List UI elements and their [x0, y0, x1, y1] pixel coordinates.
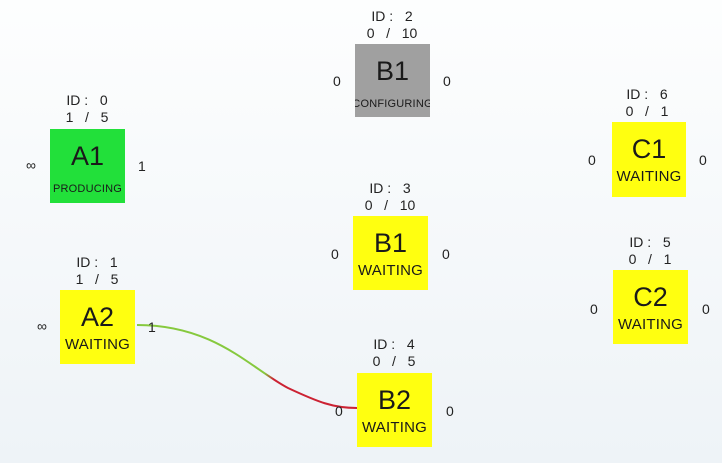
- capacity-value: 10: [401, 25, 418, 41]
- node-status: WAITING: [64, 336, 130, 353]
- id-value: 1: [109, 254, 118, 270]
- node-a2-header: ID : 1 1 / 5: [37, 254, 157, 288]
- count-value: 0: [372, 353, 381, 369]
- node-name: A1: [70, 141, 105, 171]
- input-port-label[interactable]: 0: [331, 246, 339, 262]
- count-separator: /: [384, 197, 389, 213]
- node-status: PRODUCING: [52, 183, 123, 195]
- node-c1-box[interactable]: C1 WAITING: [612, 122, 686, 197]
- node-c2-header: ID : 5 0 / 1: [590, 234, 710, 268]
- capacity-value: 5: [407, 353, 416, 369]
- node-name: B2: [377, 385, 412, 415]
- output-port-label[interactable]: 0: [443, 73, 451, 89]
- node-a2-box[interactable]: A2 WAITING: [60, 290, 135, 364]
- count-value: 0: [366, 25, 375, 41]
- node-b1-header: ID : 3 0 / 10: [330, 180, 450, 214]
- id-value: 6: [659, 86, 668, 102]
- node-status: WAITING: [357, 262, 423, 279]
- count-value: 1: [75, 271, 84, 287]
- id-label: ID :: [371, 8, 394, 24]
- node-a1-box[interactable]: A1 PRODUCING: [50, 129, 125, 203]
- count-separator: /: [392, 353, 396, 369]
- node-name: C1: [631, 134, 667, 164]
- input-port-label[interactable]: ∞: [26, 157, 36, 173]
- node-a1-header: ID : 0 1 / 5: [27, 92, 147, 126]
- output-port-label[interactable]: 0: [446, 403, 454, 419]
- node-b1-box[interactable]: B1 CONFIGURING: [355, 44, 430, 117]
- node-b1-header: ID : 2 0 / 10: [332, 8, 452, 42]
- node-c1-header: ID : 6 0 / 1: [587, 86, 707, 120]
- id-label: ID :: [66, 92, 89, 108]
- capacity-value: 5: [100, 109, 109, 125]
- id-value: 4: [406, 336, 415, 352]
- input-port-label[interactable]: 0: [588, 152, 596, 168]
- output-port-label[interactable]: 0: [699, 152, 707, 168]
- count-separator: /: [95, 271, 99, 287]
- count-separator: /: [386, 25, 391, 41]
- count-value: 0: [628, 251, 637, 267]
- input-port-label[interactable]: 0: [335, 403, 343, 419]
- node-c2-box[interactable]: C2 WAITING: [613, 270, 688, 344]
- id-label: ID :: [626, 86, 649, 102]
- node-b2-header: ID : 4 0 / 5: [334, 336, 454, 370]
- connection-a2-b2[interactable]: [136, 324, 358, 409]
- id-label: ID :: [369, 180, 392, 196]
- node-status: WAITING: [617, 316, 683, 333]
- id-value: 2: [404, 8, 413, 24]
- capacity-value: 1: [663, 251, 672, 267]
- node-name: B1: [373, 228, 408, 258]
- input-port-label[interactable]: ∞: [37, 318, 47, 334]
- id-label: ID :: [76, 254, 99, 270]
- count-separator: /: [648, 251, 652, 267]
- output-port-label[interactable]: 0: [442, 246, 450, 262]
- output-port-label[interactable]: 1: [148, 319, 156, 335]
- id-label: ID :: [629, 234, 652, 250]
- count-separator: /: [85, 109, 89, 125]
- node-name: B1: [375, 56, 410, 86]
- input-port-label[interactable]: 0: [333, 73, 341, 89]
- capacity-value: 1: [660, 103, 669, 119]
- count-value: 1: [65, 109, 74, 125]
- count-separator: /: [645, 103, 649, 119]
- count-value: 0: [364, 197, 373, 213]
- node-b2-box[interactable]: B2 WAITING: [357, 373, 432, 447]
- id-label: ID :: [373, 336, 396, 352]
- id-value: 0: [99, 92, 108, 108]
- count-value: 0: [625, 103, 634, 119]
- input-port-label[interactable]: 0: [590, 301, 598, 317]
- node-b1-box[interactable]: B1 WAITING: [353, 216, 428, 290]
- node-status: CONFIGURING: [355, 98, 430, 110]
- node-name: C2: [633, 282, 668, 312]
- capacity-value: 5: [110, 271, 119, 287]
- id-value: 3: [402, 180, 411, 196]
- node-name: A2: [80, 302, 115, 332]
- node-status: WAITING: [616, 168, 682, 185]
- node-status: WAITING: [361, 419, 427, 436]
- capacity-value: 10: [399, 197, 416, 213]
- output-port-label[interactable]: 0: [702, 301, 710, 317]
- id-value: 5: [662, 234, 671, 250]
- output-port-label[interactable]: 1: [138, 158, 146, 174]
